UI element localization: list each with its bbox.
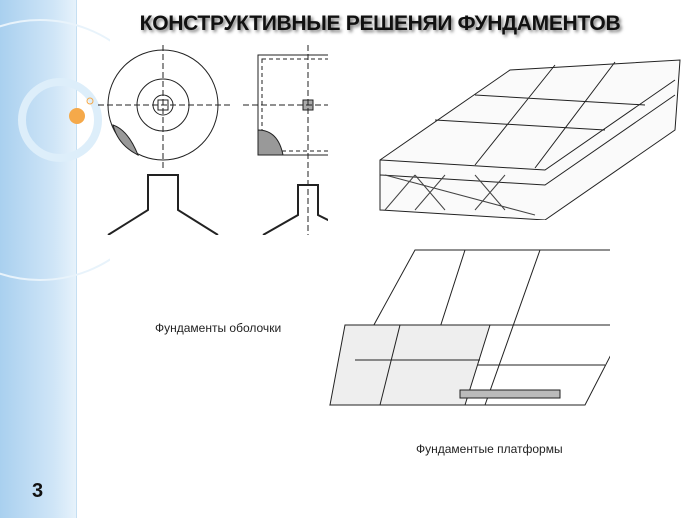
shell-foundation-plan-drawing (98, 45, 328, 235)
slide-decoration-sidebar (0, 0, 110, 518)
caption-platform-foundations: Фундаментые платформы (416, 442, 563, 456)
slide-number: 3 (32, 480, 44, 502)
decorative-circles (0, 19, 110, 281)
platform-foundation-3d-drawing (379, 59, 681, 220)
slide-title: КОНСТРУКТИВНЫЕ РЕШЕНЯИ ФУНДАМЕНТОВ (139, 12, 621, 35)
platform-foundation-drawing (329, 249, 610, 406)
caption-shell-foundations: Фундаменты оболочки (155, 321, 282, 335)
